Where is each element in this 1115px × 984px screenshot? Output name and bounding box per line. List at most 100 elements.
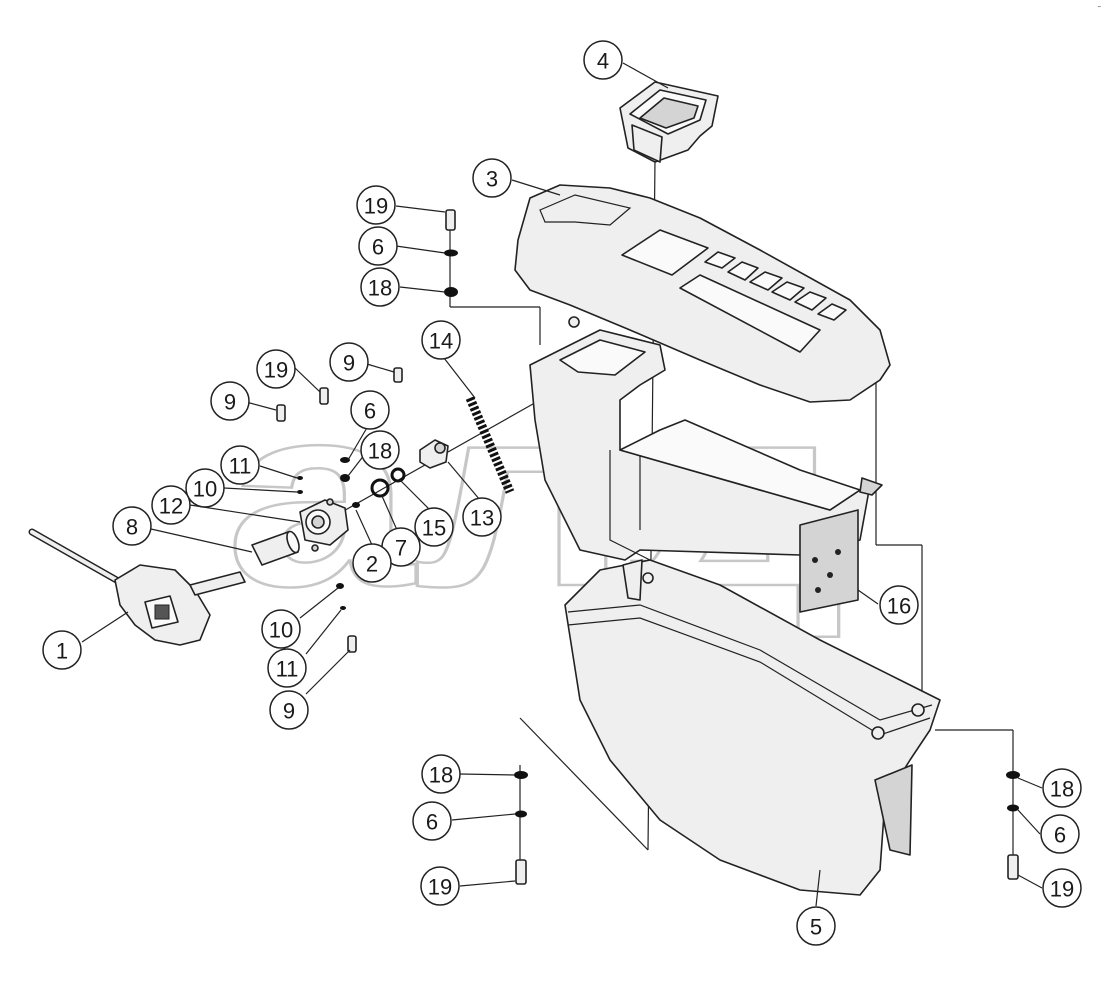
callout-label: 19 [364,194,388,219]
callout-c18d: 18 [1042,768,1082,808]
callout-label: 9 [224,390,236,415]
callout-c19a: 19 [356,185,396,225]
part-4-tray-insert [619,81,719,163]
callout-label: 10 [193,477,217,502]
callout-circle [1042,768,1082,808]
callout-label: 15 [422,516,446,541]
callout-circle [583,40,623,80]
callout-label: 19 [428,875,452,900]
callout-circle [472,158,512,198]
callout-circle [1042,868,1082,908]
callout-c13: 13 [462,497,502,537]
callout-circle [356,185,396,225]
callout-label: 1 [56,639,68,664]
callout-c19c: 19 [420,866,460,906]
callout-c9b: 9 [210,381,250,421]
corner-mark: ˜ [1097,5,1101,14]
callout-circle [412,801,452,841]
callout-c6c: 6 [412,801,452,841]
callout-label: 6 [364,399,376,424]
callout-circle [414,507,454,547]
callout-circle [112,506,152,546]
callout-c14: 14 [421,320,461,360]
callout-circle [261,609,301,649]
callout-c15: 15 [414,507,454,547]
callout-label: 9 [283,699,295,724]
callout-c11a: 11 [220,445,260,485]
callout-label: 11 [276,657,299,682]
part-5-lower-housing [564,559,941,896]
callout-c1: 1 [42,630,82,670]
callout-c10a: 10 [185,468,225,508]
callout-label: 16 [887,594,911,619]
callout-c18a: 18 [360,267,400,307]
callout-circle [360,267,400,307]
callout-circle [269,690,309,730]
callout-c19d: 19 [1042,868,1082,908]
callout-c4: 4 [583,40,623,80]
part-8-sleeve [251,530,300,566]
callout-circle [879,585,919,625]
callout-label: 6 [426,810,438,835]
leader-lines [81,62,1043,907]
small-hardware [276,209,1020,885]
callout-label: 13 [470,506,494,531]
callout-c3: 3 [472,158,512,198]
callout-c8: 8 [112,506,152,546]
callout-circle [256,349,296,389]
callout-circle [42,630,82,670]
callout-c9c: 9 [269,690,309,730]
callout-circle [151,485,191,525]
callout-c2: 2 [352,543,392,583]
part-1-lever-handle [28,528,246,646]
part-12-cam-hub [299,498,349,552]
callout-circle [420,866,460,906]
part-13-lever-bracket [419,439,449,469]
callout-label: 14 [429,329,453,354]
callout-circle [329,342,369,382]
callout-label: 9 [343,351,355,376]
callout-label: 11 [229,454,252,479]
callout-c19b: 19 [256,349,296,389]
callout-c6b: 6 [350,390,390,430]
callout-label: 3 [486,167,498,192]
callout-label: 6 [372,235,384,260]
callout-circle [210,381,250,421]
callout-circle [421,754,461,794]
callout-label: 6 [1054,823,1066,848]
callout-c11b: 11 [267,648,307,688]
callout-label: 18 [1050,777,1074,802]
callout-label: 2 [366,552,378,577]
callout-circle [358,226,398,266]
callout-circle [796,906,836,946]
callout-circle [421,320,461,360]
main-frame-bracket [529,316,883,613]
callout-c18b: 18 [360,430,400,470]
callout-label: 19 [264,358,288,383]
callout-circle [352,543,392,583]
callout-c6a: 6 [358,226,398,266]
callout-label: 18 [368,439,392,464]
part-14-spring [465,396,515,494]
callout-c7: 7 [381,527,421,567]
part-3-console-top-cover [514,184,891,403]
callout-label: 18 [368,276,392,301]
callout-label: 5 [810,915,822,940]
callout-label: 7 [395,536,407,561]
callout-c5: 5 [796,906,836,946]
callout-label: 12 [159,494,183,519]
callout-label: 4 [597,49,609,74]
callout-circle [185,468,225,508]
callout-c16: 16 [879,585,919,625]
callout-circle [220,445,260,485]
callout-c18c: 18 [421,754,461,794]
callout-circle [267,648,307,688]
callout-label: 18 [429,763,453,788]
callout-label: 10 [269,618,293,643]
callout-circle [462,497,502,537]
callout-label: 19 [1050,877,1074,902]
callout-circle [350,390,390,430]
